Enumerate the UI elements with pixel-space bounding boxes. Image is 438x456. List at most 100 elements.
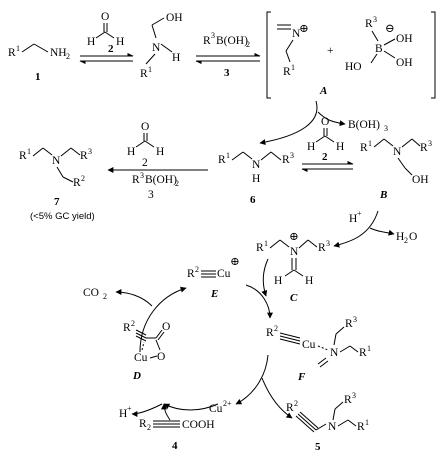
F-r1-sup: 1 (367, 344, 371, 353)
hplus-text: H (349, 213, 357, 225)
c6-r3: R (282, 154, 290, 166)
C-n: N (290, 246, 299, 258)
F-n: N (330, 347, 339, 359)
c2-h-right: H (116, 36, 124, 48)
equilibrium-arrow-1: O H H 2 (79, 11, 134, 65)
copper-carboxylate-D: R 2 O O Cu D (123, 319, 170, 382)
label-compound-2c: 2 (142, 157, 148, 169)
E-r: R (187, 268, 195, 280)
C-r3: R (318, 242, 326, 254)
B-oh: OH (412, 174, 429, 186)
compound-B: R 1 N R 3 OH B (360, 138, 432, 201)
bracket-group (266, 11, 436, 99)
hemiaminal: OH N H R 1 (140, 12, 183, 80)
aminal-r: R (140, 68, 148, 80)
c5-r1-sup: 1 (365, 418, 369, 427)
label-compound-2: 2 (108, 43, 114, 55)
c3b-sup: 3 (140, 171, 144, 180)
c3b-sub: 2 (175, 179, 179, 188)
c6-h: H (252, 173, 260, 185)
label-E: E (210, 288, 218, 300)
c4-r-sub: 2 (147, 423, 151, 432)
c4-r: R (139, 418, 147, 430)
arrow-6-to-7: O H H 2 R 3 B(OH) 2 3 (107, 121, 208, 201)
boronate-r: R (365, 18, 373, 30)
compound-4: R 2 COOH 4 (139, 418, 215, 452)
hplus-2: H + (119, 404, 132, 420)
c5-r3-sup: 3 (352, 391, 356, 400)
B-r1-sup: 1 (368, 139, 372, 148)
label-C: C (290, 292, 298, 304)
co2: CO 2 (83, 287, 107, 301)
c6-r1: R (218, 154, 226, 166)
boronate-oh-a: OH (396, 33, 413, 45)
boronate-oh-b: OH (396, 57, 413, 69)
c1-nh-sub: 2 (66, 52, 70, 61)
co2-text: CO (83, 287, 99, 299)
boronate-ho: HO (345, 61, 362, 73)
compound-7: R 1 N R 3 R 2 7 (<5% GC yield) (19, 147, 95, 222)
c7-r3-sup: 3 (88, 147, 92, 156)
h2o-h: H (396, 231, 404, 243)
D-o1: O (162, 321, 170, 333)
C-plus: ⊕ (289, 231, 299, 243)
label-compound-4: 4 (172, 440, 178, 452)
aminal-n: N (152, 42, 161, 54)
c4-cooh: COOH (182, 419, 215, 431)
E-plus: ⊕ (230, 256, 240, 268)
boronate-r-sup: 3 (373, 15, 377, 24)
label-D: D (132, 370, 141, 382)
hplus2-sup: + (127, 404, 132, 413)
E-cu: Cu (217, 268, 231, 280)
arrow-A-to-6: B(OH) 3 (259, 100, 388, 146)
c3b-r: R (132, 174, 140, 186)
label-compound-1: 1 (35, 71, 41, 83)
h2o-o: O (409, 231, 417, 243)
F-cu: Cu (302, 339, 316, 351)
co2-sub: 2 (103, 292, 107, 301)
F-r3: R (345, 318, 353, 330)
c2-h-left: H (87, 36, 95, 48)
compound-1: R 1 NH 2 1 (8, 43, 70, 83)
equilibrium-arrow-2: R 3 B(OH) 2 3 (195, 31, 261, 79)
A-r-sup: 1 (291, 63, 295, 72)
c7-r2: R (73, 177, 81, 189)
cu2-sup: 2+ (223, 399, 232, 408)
c5-r3: R (344, 394, 352, 406)
C-r1: R (256, 242, 264, 254)
A-plus: ⊕ (299, 23, 309, 35)
D-cu: Cu (134, 352, 148, 364)
boronate: R 3 ⊖ B OH OH HO (345, 15, 413, 73)
F-r1: R (359, 347, 367, 359)
c5-r2: R (286, 402, 294, 414)
c1-r-sup: 1 (16, 44, 20, 53)
plus-sign: + (327, 45, 334, 57)
cu-2plus: Cu 2+ (209, 399, 232, 415)
label-compound-2b: 2 (322, 151, 328, 163)
c7-r1-sup: 1 (27, 147, 31, 156)
c3-sup: 3 (211, 31, 215, 40)
aminal-r-sup: 1 (148, 65, 152, 74)
B-r3-sup: 3 (428, 139, 432, 148)
c2-o: O (101, 11, 109, 23)
B-r3: R (420, 142, 428, 154)
c2c-h-right: H (156, 146, 164, 158)
complex-F: R 2 Cu N R 3 R 1 F (266, 315, 371, 383)
A-r: R (283, 66, 291, 78)
E-r-sup: 2 (195, 265, 199, 274)
C-h1: H (274, 275, 282, 287)
c7-r2-sup: 2 (81, 174, 85, 183)
c1-nh: NH (50, 47, 67, 59)
label-compound-6: 6 (250, 194, 256, 206)
C-r3-sup: 3 (326, 239, 330, 248)
c2b-h-right: H (336, 141, 344, 153)
cu2-text: Cu (209, 403, 223, 415)
c5-r2-sup: 2 (294, 399, 298, 408)
c3-r: R (203, 35, 211, 47)
D-o2: O (157, 351, 165, 363)
iminium-C: R 1 N ⊕ R 3 H H C (256, 231, 330, 304)
compound-5: R 2 N R 3 R 1 5 (286, 391, 369, 453)
F-r3-sup: 3 (353, 315, 357, 324)
